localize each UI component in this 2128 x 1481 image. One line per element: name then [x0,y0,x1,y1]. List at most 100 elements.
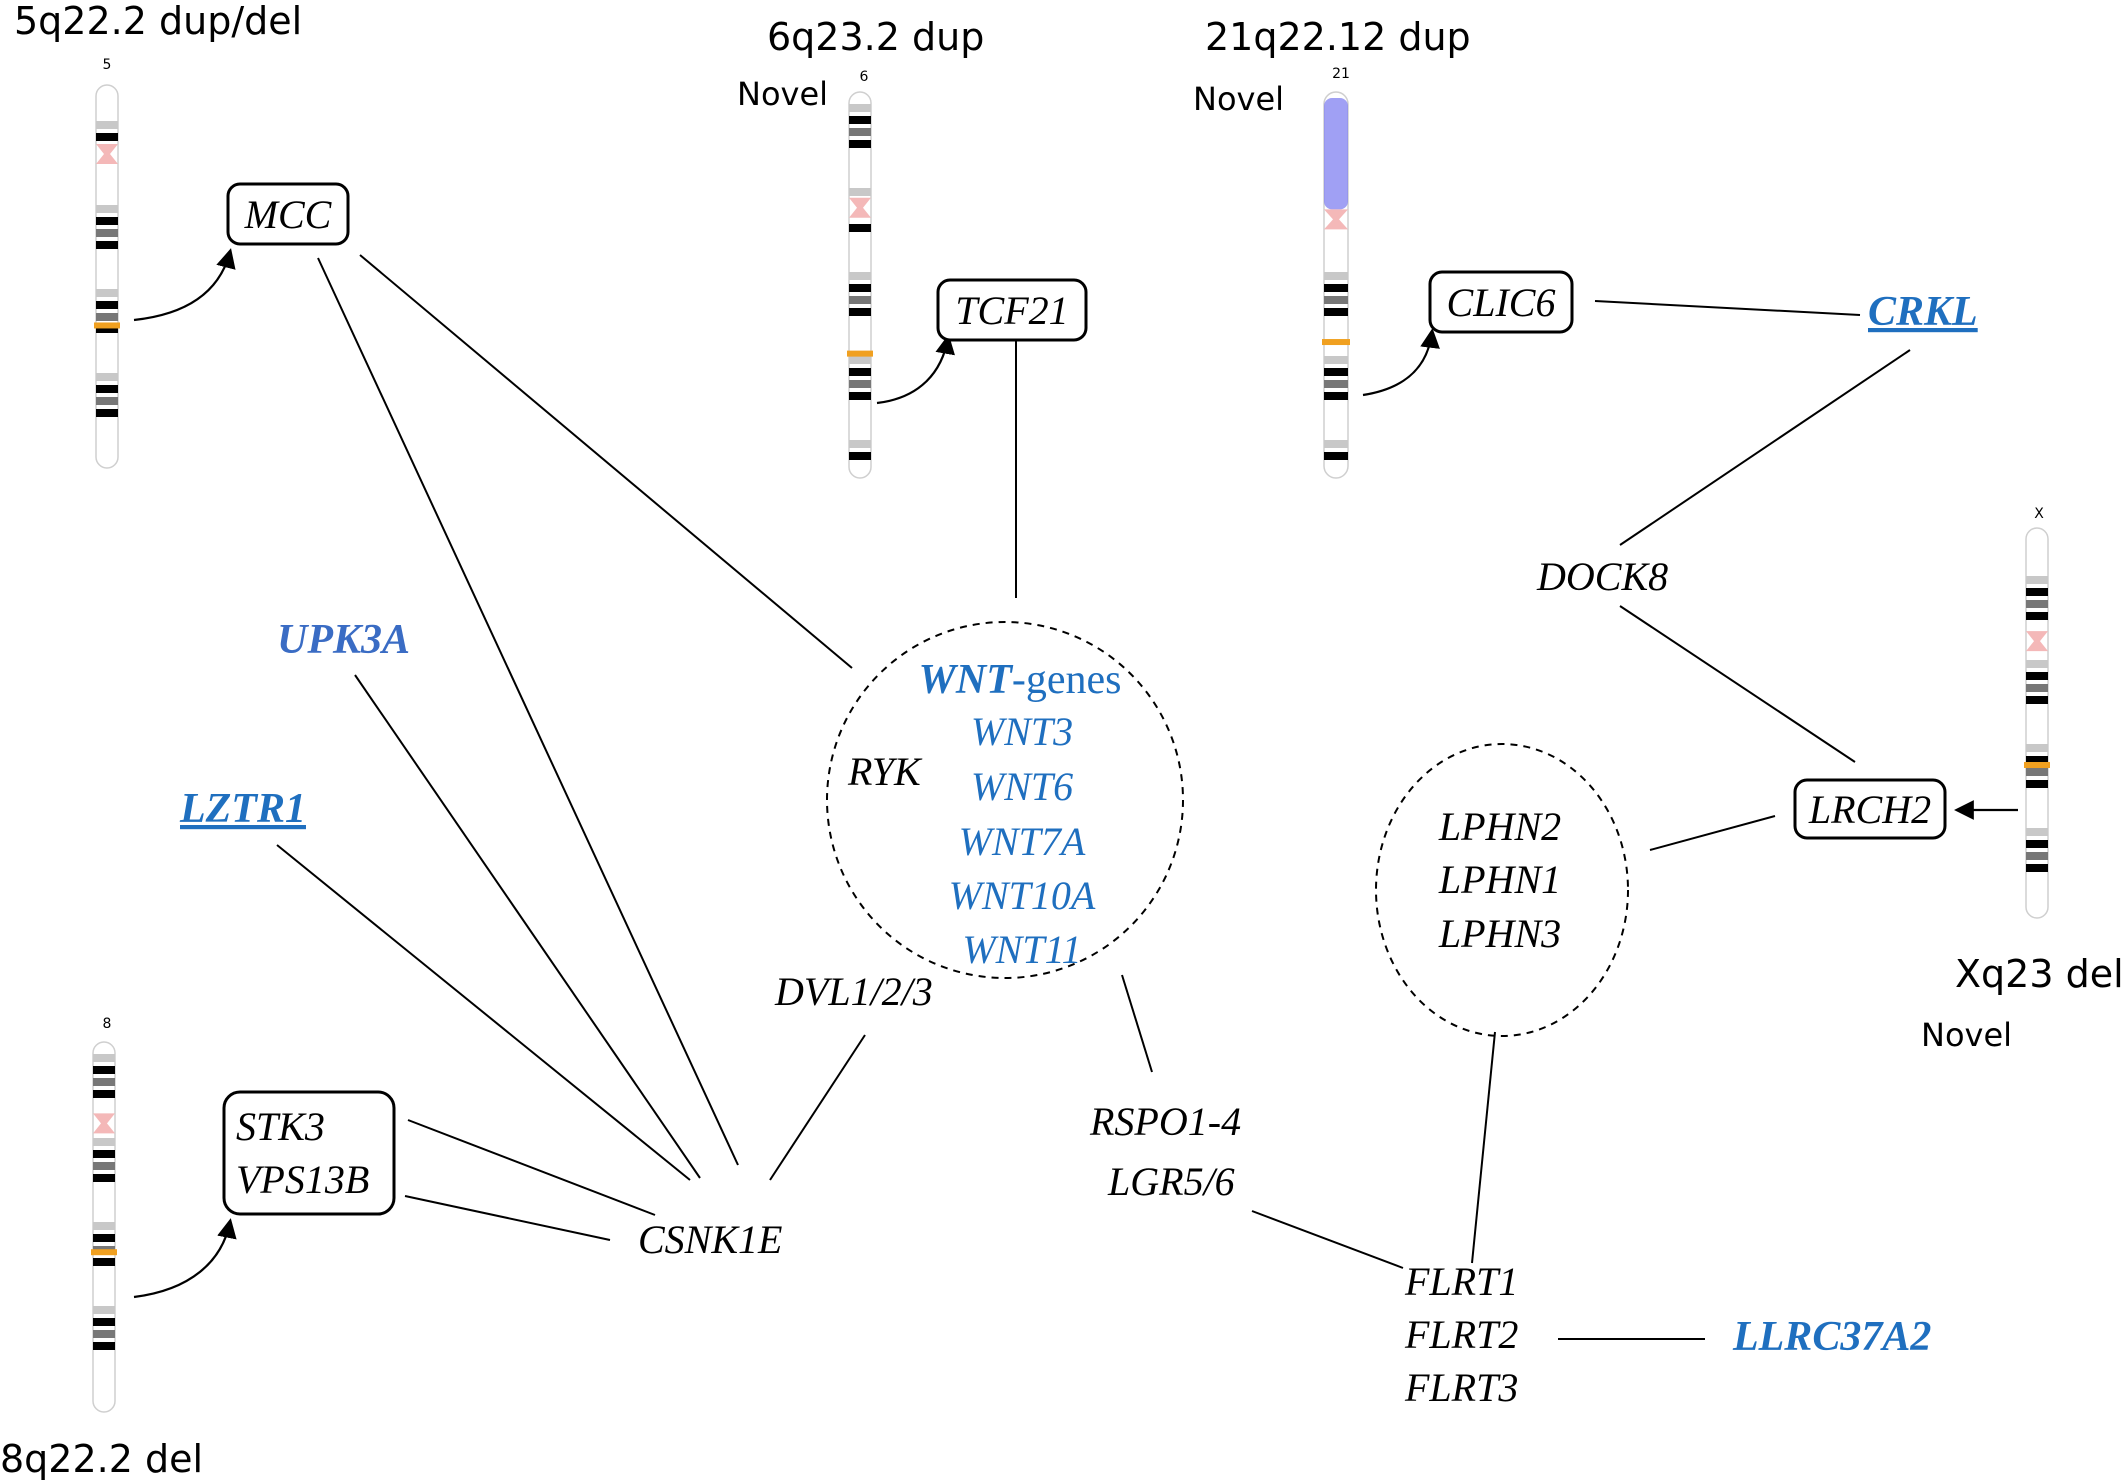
wnt-heading-rest: -genes [1012,657,1122,703]
chr8-band [93,1054,115,1062]
chrX-body [2025,527,2049,919]
chr6-band [849,104,871,112]
chr5-band [96,409,118,417]
chr21-p-arm [1324,98,1348,210]
chrX-band [2026,864,2048,872]
chr6-band [849,284,871,292]
chr21-band [1324,368,1348,376]
chr6-band [849,380,871,388]
flrt1-label: FLRT1 [1404,1259,1518,1304]
wnt-member: WNT11 [962,927,1081,972]
arrow-chr5-to-mcc [133,248,236,322]
chr8-band [93,1258,115,1266]
chr21-band [1324,296,1348,304]
edge-upk3a-csnk1e [354,674,701,1179]
chr5-band [96,289,118,297]
chr5-band [96,301,118,309]
tcf21-box [936,278,1088,342]
vps13b-label: VPS13B [236,1157,369,1202]
chrX-centromere [2026,631,2048,652]
chr5-highlight-band [94,322,120,329]
chr6-band [849,308,871,316]
chr6-band [849,224,871,232]
chrX-band [2026,672,2048,680]
arrow-chr8-to-stk3-box [133,1218,237,1299]
chr21-band [1324,284,1348,292]
dvl-label: DVL1/2/3 [774,969,933,1014]
wnt-cluster-circle [826,621,1184,979]
chr8-band [93,1306,115,1314]
clic6-label: CLIC6 [1447,280,1556,325]
chrX-band [2026,852,2048,860]
flrt2-label: FLRT2 [1404,1312,1518,1357]
arrow-chr6-to-tcf21 [876,334,955,405]
chr21-number: 21 [1332,66,1350,82]
wnt-member: WNT7A [959,819,1086,864]
chr5-band [96,385,118,393]
chrX-band [2026,660,2048,668]
chr8-band [93,1138,115,1146]
chr21-band [1324,356,1348,364]
chr6-highlight-band [847,350,873,357]
chr21-band [1324,272,1348,280]
lphn-member: LPHN2 [1438,804,1561,849]
edge-wnt-cluster-rspo [1121,974,1153,1073]
chrX-highlight-band [2024,762,2050,768]
chrX-band [2026,612,2048,620]
chr8-number: 8 [103,1016,112,1032]
chr8-band [93,1078,115,1086]
chrX-band [2026,756,2048,764]
wnt-member: WNT6 [971,764,1073,809]
chr5-band [96,373,118,381]
lphn-member: LPHN1 [1438,857,1561,902]
chr5-band [96,133,118,141]
lphn-cluster-circle [1375,743,1629,1037]
chr6-centromere [849,197,871,218]
chr5-band [96,205,118,213]
llrc37a2-label: LLRC37A2 [1732,1314,1931,1360]
chr5-body [95,84,119,469]
stk3-vps13b-box [222,1090,396,1216]
rspo-label: RSPO1-4 [1089,1099,1241,1144]
crkl-label: CRKL [1868,289,1978,335]
lphn-member: LPHN3 [1438,911,1561,956]
chrX-band [2026,600,2048,608]
chr8-band [93,1222,115,1230]
chr21-band [1324,392,1348,400]
ryk-label: RYK [847,749,923,794]
chr8-band [93,1330,115,1338]
chrX-band [2026,576,2048,584]
chr8-band [93,1150,115,1158]
wnt-member: WNT3 [971,709,1073,754]
chr8-band [93,1090,115,1098]
mcc-box [226,182,350,246]
chrX-novel-tag: Novel [1921,1016,2012,1054]
lrch2-box [1793,778,1947,840]
chr21-highlight-band [1322,339,1350,346]
wnt-genes-heading: WNT-genes [919,657,1122,703]
csnk1e-label: CSNK1E [638,1217,782,1262]
chr8-band [93,1342,115,1350]
chr21-centromere [1324,209,1348,230]
chrX-band [2026,840,2048,848]
edge-lztr1-csnk1e [276,844,691,1181]
chr8-band [93,1066,115,1074]
chrX-ideogram: X [2024,506,2050,919]
edge-lgr-flrt [1251,1210,1404,1269]
chr21-band [1324,308,1348,316]
chr5-number: 5 [103,57,112,73]
edge-crkl-dock8 [1619,349,1911,546]
chrX-band [2026,684,2048,692]
chr5-centromere [96,143,118,164]
chrX-band [2026,696,2048,704]
chrX-title: Xq23 del [1955,952,2124,996]
clic6-box [1428,270,1574,334]
chr8-centromere [93,1113,115,1134]
chr21-band [1324,440,1348,448]
chr21-band [1324,452,1348,460]
chr5-title: 5q22.2 dup/del [14,0,302,43]
chr8-title: 8q22.2 del [0,1437,203,1481]
edge-lphn-cluster-flrt [1471,1031,1496,1264]
